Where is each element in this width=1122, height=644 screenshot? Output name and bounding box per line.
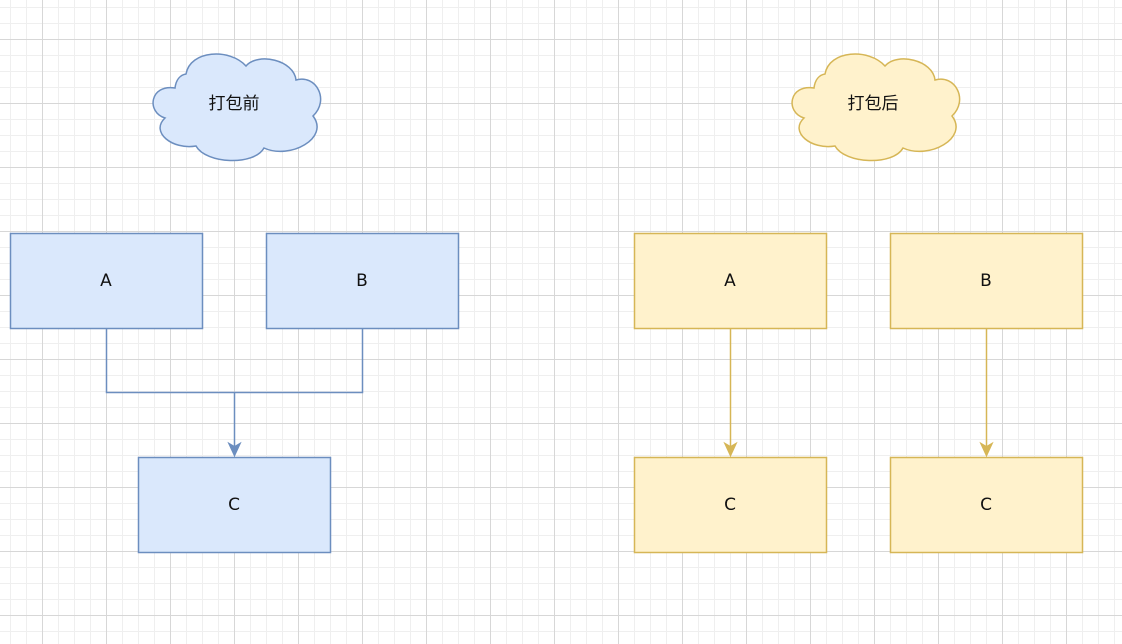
after-node-c-left-label: C: [724, 495, 736, 515]
after-group: 打包后 A B C C: [633, 53, 1084, 554]
before-cloud[interactable]: 打包前: [152, 53, 322, 162]
arrowhead-down-icon: [227, 441, 242, 458]
before-group: 打包前 A B C: [9, 53, 460, 554]
arrowhead-down-icon: [723, 441, 738, 458]
arrowhead-down-icon: [979, 441, 994, 458]
after-node-b-label: B: [980, 271, 992, 291]
before-node-a[interactable]: A: [9, 232, 204, 330]
after-node-b[interactable]: B: [889, 232, 1084, 330]
after-node-c-right[interactable]: C: [889, 456, 1084, 554]
after-title: 打包后: [848, 94, 899, 114]
before-node-c[interactable]: C: [137, 456, 332, 554]
before-node-c-label: C: [228, 495, 240, 515]
after-node-a[interactable]: A: [633, 232, 828, 330]
after-connector-b[interactable]: [979, 329, 994, 458]
after-node-a-label: A: [724, 271, 736, 291]
cloud-shape-icon: [791, 53, 961, 162]
cloud-shape-icon: [152, 53, 322, 162]
after-cloud[interactable]: 打包后: [791, 53, 961, 162]
before-node-a-label: A: [100, 271, 112, 291]
after-node-c-left[interactable]: C: [633, 456, 828, 554]
before-node-b[interactable]: B: [265, 232, 460, 330]
before-node-b-label: B: [356, 271, 368, 291]
after-node-c-right-label: C: [980, 495, 992, 515]
before-connector[interactable]: [105, 329, 364, 458]
before-title: 打包前: [209, 94, 260, 114]
after-connector-a[interactable]: [723, 329, 738, 458]
